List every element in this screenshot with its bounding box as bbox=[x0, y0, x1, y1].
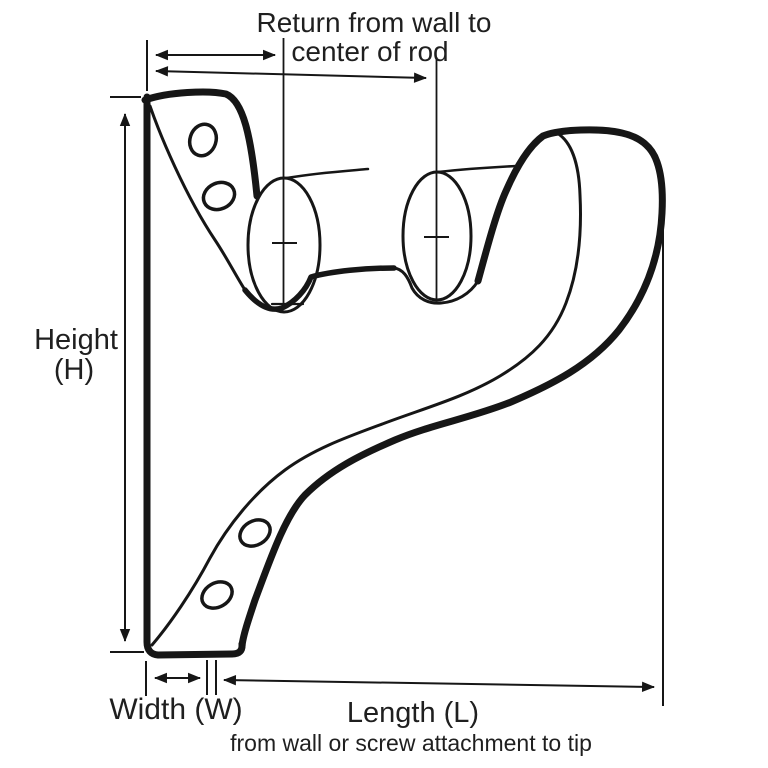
bracket-wall-edge bbox=[143, 93, 246, 659]
return-arrow-long bbox=[154, 66, 428, 83]
length-label: Length (L) bbox=[347, 697, 479, 729]
bracket-plate-top-edge bbox=[141, 88, 261, 200]
bracket-saddle-left bbox=[242, 265, 397, 312]
bracket-hook-outline bbox=[238, 126, 666, 650]
bracket-saddle-right-cup bbox=[392, 266, 480, 305]
height-label-line2: (H) bbox=[54, 354, 94, 386]
screw-hole-top-1 bbox=[187, 122, 219, 158]
return-label-line2: center of rod bbox=[291, 36, 448, 67]
bracket-plate-front-curve bbox=[148, 104, 247, 292]
screw-hole-top-2 bbox=[201, 180, 237, 212]
screw-hole-bottom-2 bbox=[200, 580, 234, 610]
rod-top-line-left bbox=[285, 167, 370, 180]
length-sublabel: from wall or screw attachment to tip bbox=[230, 730, 592, 756]
screw-hole-bottom-1 bbox=[238, 518, 272, 548]
height-label-line1: Height bbox=[34, 324, 118, 356]
return-label-line1: Return from wall to bbox=[257, 7, 492, 38]
length-arrow bbox=[222, 674, 656, 693]
bracket-hook-inner-edge bbox=[150, 131, 582, 647]
rod-top-line-right bbox=[436, 164, 518, 174]
width-label: Width (W) bbox=[109, 693, 242, 726]
